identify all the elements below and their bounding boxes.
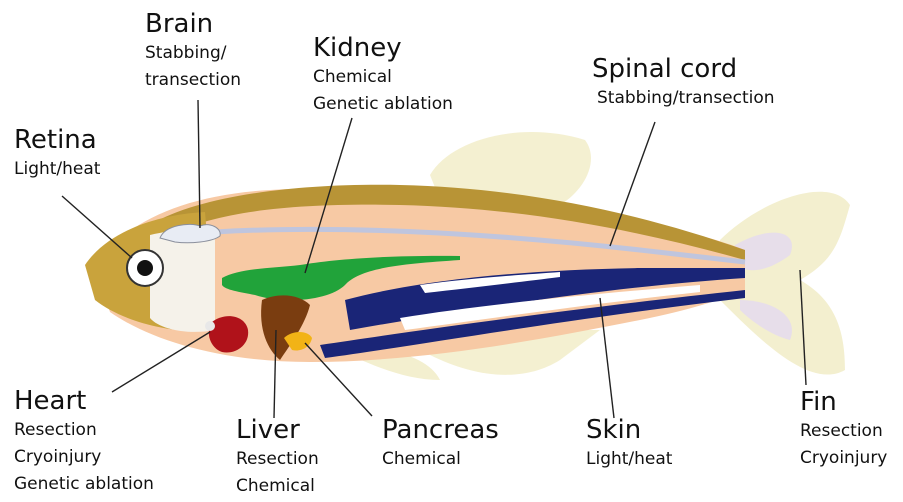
fin-label: Fin Resection Cryoinjury (800, 386, 887, 472)
brain-label: Brain Stabbing/ transection (145, 8, 241, 94)
liver-method-1: Resection (236, 446, 319, 473)
heart-method-2: Cryoinjury (14, 444, 154, 471)
spinal-cord-title: Spinal cord (592, 53, 775, 85)
kidney-method-2: Genetic ablation (313, 91, 453, 118)
skin-label: Skin Light/heat (586, 414, 672, 473)
pancreas-method-1: Chemical (382, 446, 499, 473)
pancreas-label: Pancreas Chemical (382, 414, 499, 473)
liver-method-2: Chemical (236, 473, 319, 500)
kidney-method-1: Chemical (313, 64, 453, 91)
brain-method-1: Stabbing/ (145, 40, 241, 67)
fin-method-1: Resection (800, 418, 887, 445)
kidney-label: Kidney Chemical Genetic ablation (313, 32, 453, 118)
spinal-cord-label: Spinal cord Stabbing/transection (592, 53, 775, 112)
heart-label: Heart Resection Cryoinjury Genetic ablat… (14, 385, 154, 498)
retina-method-1: Light/heat (14, 156, 100, 183)
fin-method-2: Cryoinjury (800, 445, 887, 472)
brain-title: Brain (145, 8, 241, 40)
leader-retina (62, 196, 132, 258)
retina-title: Retina (14, 124, 100, 156)
fin-title: Fin (800, 386, 887, 418)
retina-label: Retina Light/heat (14, 124, 100, 183)
leader-heart (112, 332, 210, 392)
liver-title: Liver (236, 414, 319, 446)
skin-method-1: Light/heat (586, 446, 672, 473)
pancreas-title: Pancreas (382, 414, 499, 446)
kidney-title: Kidney (313, 32, 453, 64)
liver-label: Liver Resection Chemical (236, 414, 319, 500)
heart-method-3: Genetic ablation (14, 471, 154, 498)
spinal-cord-method-1: Stabbing/transection (597, 85, 775, 112)
heart-title: Heart (14, 385, 154, 417)
skin-title: Skin (586, 414, 672, 446)
eye-pupil (137, 260, 153, 276)
brain-method-2: transection (145, 67, 241, 94)
gill-cover (150, 230, 215, 332)
heart-method-1: Resection (14, 417, 154, 444)
heart-atrium (205, 321, 215, 331)
